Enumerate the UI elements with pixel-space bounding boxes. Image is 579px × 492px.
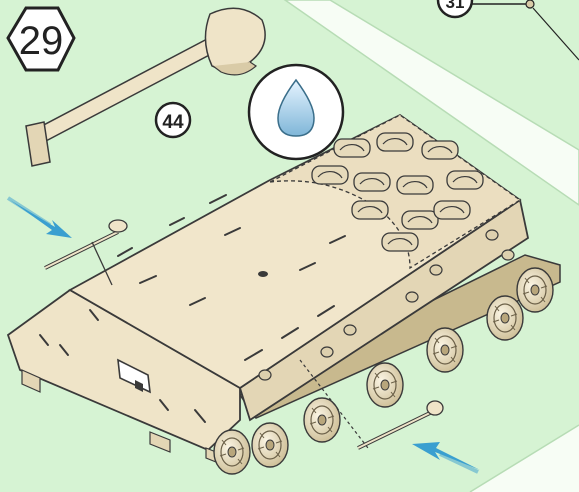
glue-drop-icon [249,65,343,159]
deck-hatch [422,141,458,159]
deck-hatch [402,211,438,229]
deck-hatch [354,173,390,191]
deck-hatch [397,176,433,194]
part-number-44: 44 [162,112,184,133]
road-wheel [517,268,553,312]
deck-hatch [382,233,418,251]
deck-hatch [312,166,348,184]
deck-hatch [447,171,483,189]
road-wheel [487,296,523,340]
road-wheel [367,363,403,407]
step-number: 29 [19,19,64,63]
deck-hatch [352,201,388,219]
road-wheel [252,423,288,467]
deck-hatch [377,133,413,151]
deck-hatch [334,139,370,157]
part-number-31: 31 [446,0,465,12]
deck-hatch [434,201,470,219]
deck-hole [258,271,268,277]
part-callout-44: 44 [156,103,190,137]
road-wheel [427,328,463,372]
road-wheel [214,430,250,474]
